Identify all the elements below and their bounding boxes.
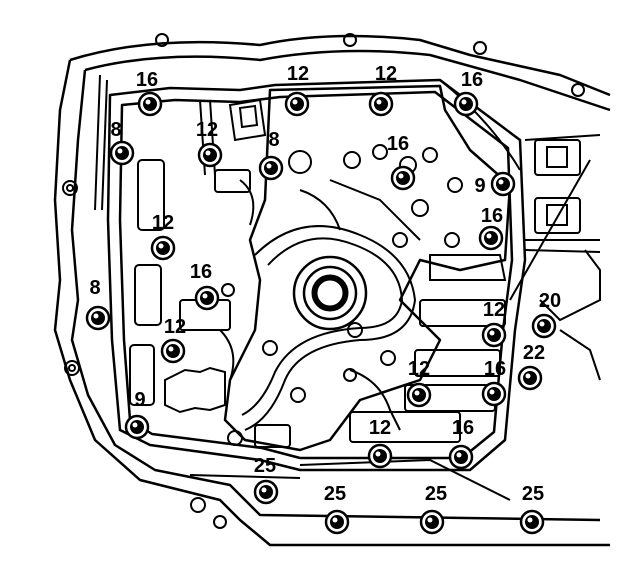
bolt-b3 — [368, 91, 394, 117]
torque-label-b25: 25 — [425, 483, 447, 505]
case-outline — [53, 34, 611, 547]
bottom-pan-rail — [189, 458, 511, 501]
bolt-b11 — [150, 235, 176, 261]
separator-plate — [223, 84, 512, 452]
torque-label-b22: 16 — [452, 417, 474, 439]
torque-label-b13: 8 — [89, 277, 100, 299]
torque-label-b17: 22 — [523, 342, 545, 364]
bolt-b8 — [390, 165, 416, 191]
bolt-b26 — [519, 509, 545, 535]
bolt-layer — [85, 91, 557, 535]
bolt-b21 — [367, 443, 393, 469]
torque-label-b5: 8 — [110, 119, 121, 141]
torque-label-b20: 9 — [134, 389, 145, 411]
torque-label-b11: 12 — [152, 212, 174, 234]
torque-label-b12: 16 — [190, 261, 212, 283]
bolt-b10 — [478, 225, 504, 251]
valve-body-outline — [106, 78, 527, 472]
torque-label-b18: 12 — [408, 358, 430, 380]
bolt-b20 — [124, 414, 150, 440]
torque-label-b23: 25 — [254, 455, 276, 477]
bolt-b23 — [253, 479, 279, 505]
bolt-b13 — [85, 305, 111, 331]
torque-label-b14: 12 — [164, 316, 186, 338]
bolt-b25 — [419, 509, 445, 535]
oil-passages — [219, 179, 421, 431]
bolt-b14 — [160, 338, 186, 364]
bolt-b15 — [531, 313, 557, 339]
torque-label-b1: 16 — [136, 69, 158, 91]
torque-label-b10: 16 — [481, 205, 503, 227]
bolt-b16 — [481, 322, 507, 348]
label-layer: 16 12 12 16 8 12 8 16 9 16 12 16 8 12 20 12 22 12 16 9 12 16 2… — [89, 63, 561, 505]
torque-label-b21: 12 — [369, 417, 391, 439]
bolt-b17 — [517, 365, 543, 391]
holes — [221, 144, 463, 446]
torque-label-b2: 12 — [287, 63, 309, 85]
torque-label-b19: 16 — [484, 358, 506, 380]
torque-label-b15: 20 — [539, 290, 561, 312]
torque-label-b9: 9 — [474, 175, 485, 197]
torque-label-b26: 25 — [522, 483, 544, 505]
bolt-b4 — [453, 91, 479, 117]
bolt-b24 — [324, 509, 350, 535]
bolt-b5 — [109, 140, 135, 166]
torque-label-b7: 8 — [268, 129, 279, 151]
torque-label-b4: 16 — [461, 69, 483, 91]
pump-hub — [292, 255, 368, 331]
bolt-b2 — [284, 91, 310, 117]
bolt-b18 — [406, 382, 432, 408]
torque-label-b6: 12 — [196, 119, 218, 141]
bolt-b9 — [490, 171, 516, 197]
bolt-b6 — [197, 142, 223, 168]
case-ears — [62, 33, 585, 529]
bolt-b7 — [258, 155, 284, 181]
torque-label-b24: 25 — [324, 483, 346, 505]
bolt-b19 — [481, 381, 507, 407]
torque-label-b16: 12 — [483, 299, 505, 321]
bolt-b22 — [448, 444, 474, 470]
bolt-b12 — [194, 285, 220, 311]
right-bracket — [509, 134, 601, 381]
bolt-b1 — [137, 91, 163, 117]
torque-label-b8: 16 — [387, 133, 409, 155]
torque-label-b3: 12 — [375, 63, 397, 85]
